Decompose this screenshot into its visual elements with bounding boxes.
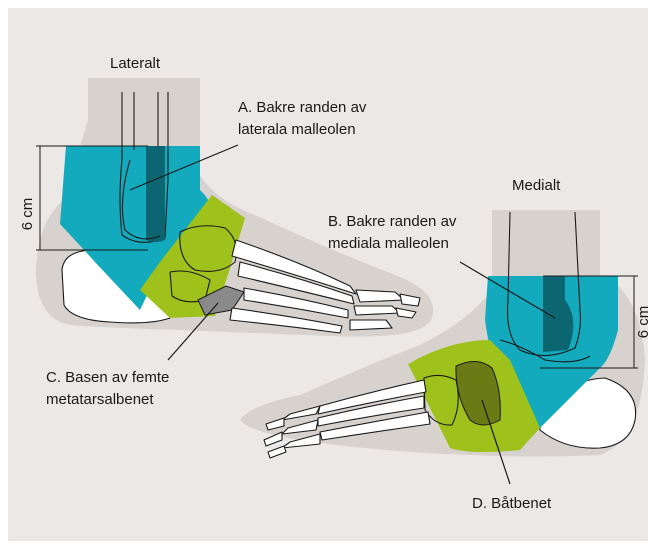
medial-measure-label: 6 cm	[635, 306, 652, 339]
label-c-line1: C. Basen av femte	[46, 369, 169, 386]
label-a-line1: A. Bakre randen av	[238, 99, 367, 116]
lateral-tarsals	[180, 226, 236, 272]
label-b-line1: B. Bakre randen av	[328, 213, 457, 230]
lateral-measure-label: 6 cm	[19, 198, 36, 231]
label-c-line2: metatarsalbenet	[46, 391, 154, 408]
label-d: D. Båtbenet	[472, 495, 552, 512]
label-b-line2: mediala malleolen	[328, 235, 449, 252]
lateral-malleolus-marker	[146, 146, 165, 242]
lateral-view-title: Lateralt	[110, 55, 161, 72]
medial-view-title: Medialt	[512, 177, 561, 194]
label-a-line2: laterala malleolen	[238, 121, 356, 138]
